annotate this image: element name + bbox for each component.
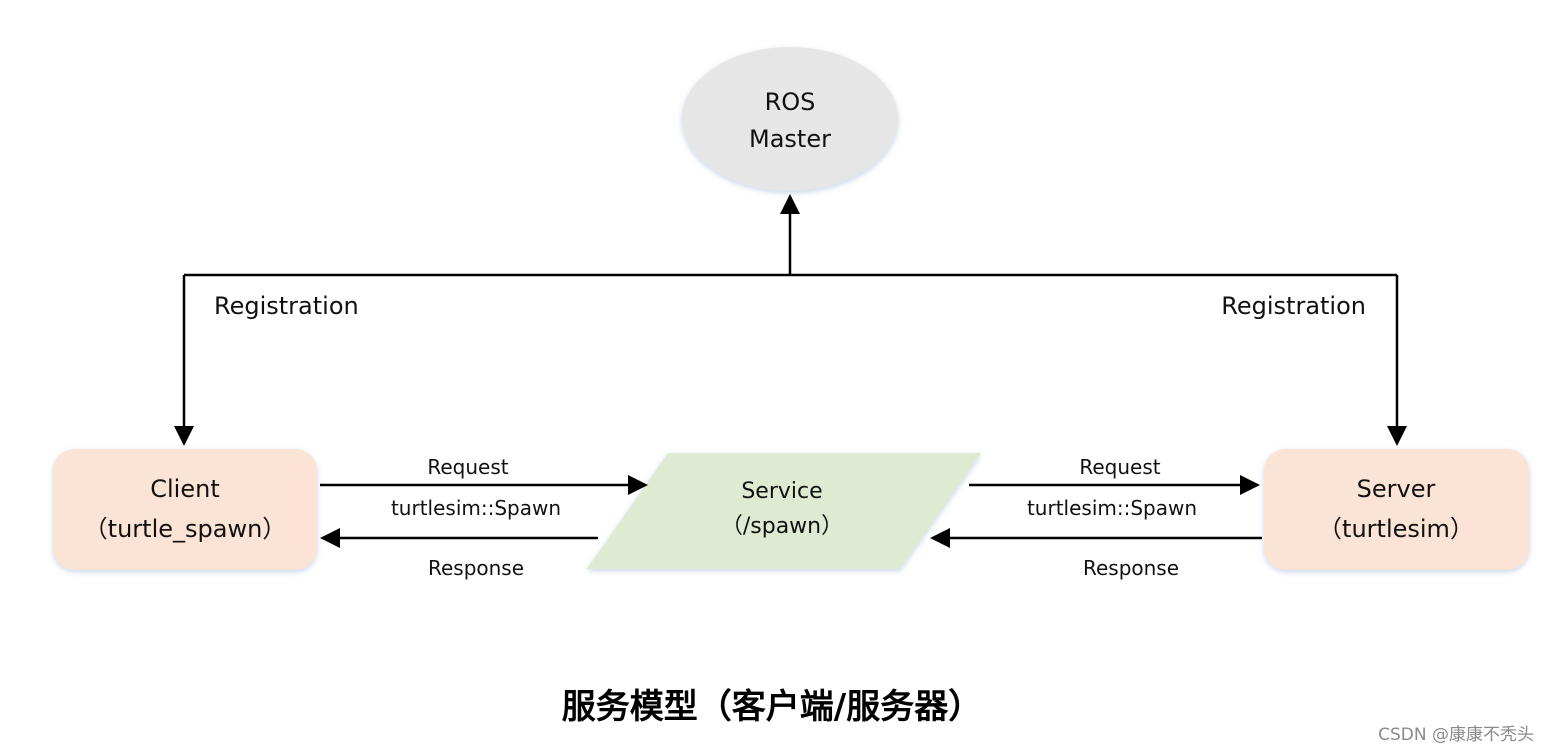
- client-registration-arrowhead: [174, 426, 194, 446]
- client-request-label: Request: [427, 455, 508, 479]
- server-request-arrowhead: [1240, 475, 1260, 495]
- diagram-caption: 服务模型（客户端/服务器）: [562, 687, 982, 727]
- service-label-line1: Service: [741, 479, 822, 504]
- service-label-line2: （/spawn）: [721, 514, 843, 539]
- client-type-label: turtlesim::Spawn: [391, 496, 561, 520]
- server-label-line1: Server: [1357, 475, 1436, 503]
- service-server-arrows: [948, 483, 1262, 540]
- server-type-label: turtlesim::Spawn: [1027, 496, 1197, 520]
- client-registration-label: Registration: [214, 292, 359, 320]
- server-request-label: Request: [1079, 455, 1160, 479]
- ros-master-label-line2: Master: [749, 125, 831, 153]
- service-node: Service （/spawn）: [587, 453, 981, 569]
- server-registration-label: Registration: [1221, 292, 1366, 320]
- ros-master-shape: [682, 47, 898, 191]
- client-node: Client （turtle_spawn）: [53, 449, 317, 570]
- client-shape: [53, 449, 317, 570]
- master-arrowhead: [780, 194, 800, 214]
- server-node: Server （turtlesim）: [1264, 449, 1529, 570]
- client-service-arrows: [320, 483, 630, 540]
- server-response-arrowhead: [930, 528, 950, 548]
- server-shape: [1264, 449, 1529, 570]
- client-response-arrowhead: [320, 528, 340, 548]
- registration-connectors: [182, 212, 1399, 428]
- service-shape: [587, 453, 981, 569]
- ros-master-node: ROS Master: [682, 47, 898, 191]
- server-label-line2: （turtlesim）: [1318, 515, 1474, 543]
- server-response-label: Response: [1083, 556, 1179, 580]
- client-request-arrowhead: [628, 475, 648, 495]
- client-label-line1: Client: [150, 475, 219, 503]
- client-label-line2: （turtle_spawn）: [84, 515, 287, 543]
- client-response-label: Response: [428, 556, 524, 580]
- ros-master-label-line1: ROS: [765, 88, 816, 116]
- csdn-watermark: CSDN @康康不秃头: [1378, 725, 1534, 745]
- server-registration-arrowhead: [1387, 426, 1407, 446]
